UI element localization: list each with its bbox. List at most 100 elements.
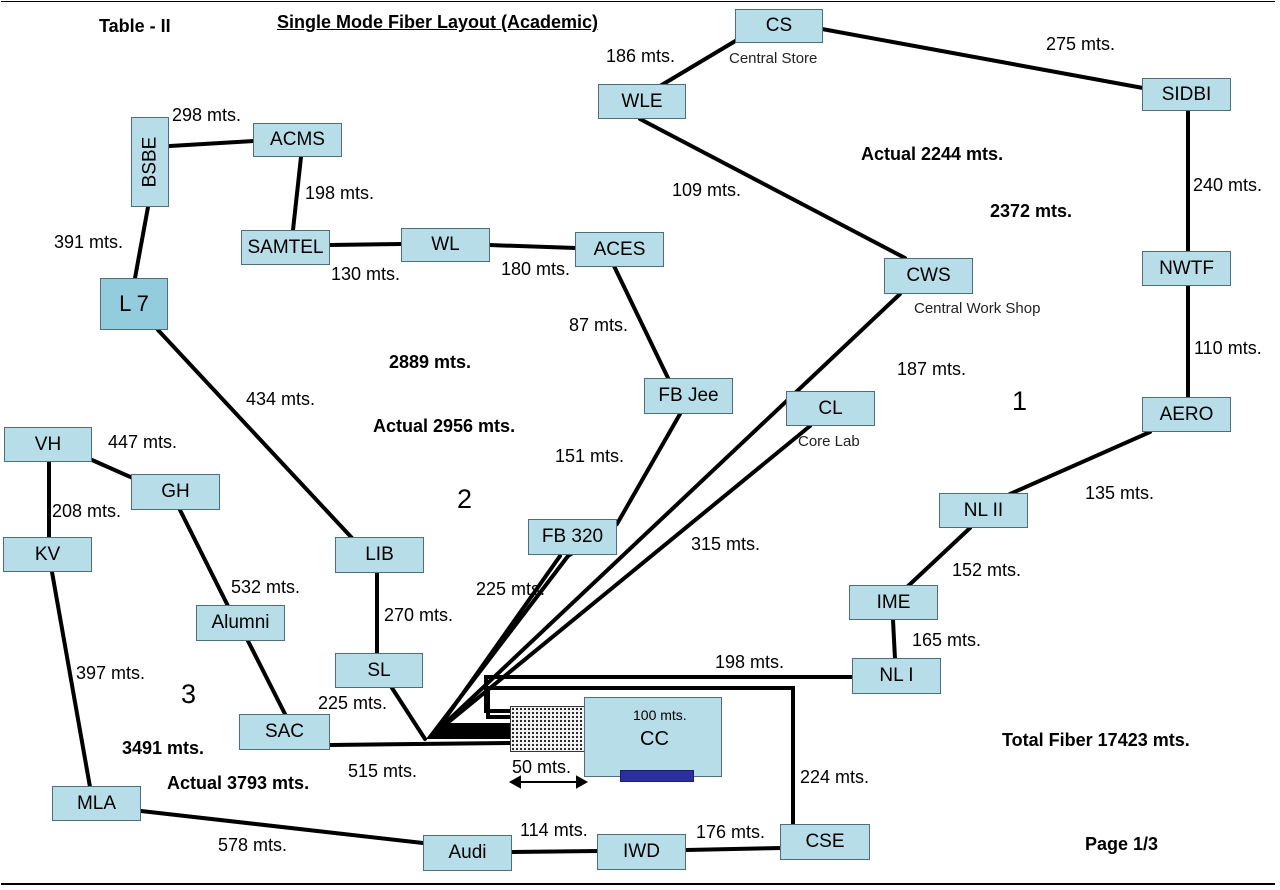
sublabel-cl: Core Lab [798, 433, 860, 450]
link-aces-fbjee [612, 264, 670, 380]
node-vh-label: VH [34, 433, 62, 455]
node-nl1-label: NL I [879, 665, 914, 686]
distance-kv-mla: 397 mts. [76, 663, 146, 683]
node-cs[interactable]: CS [735, 9, 823, 43]
node-cl-label: CL [818, 397, 843, 419]
link-sl-cc [390, 686, 427, 741]
node-nl2[interactable]: NL II [939, 493, 1028, 528]
distance-cc-cse: 224 mts. [800, 767, 870, 787]
node-gh[interactable]: GH [131, 474, 220, 510]
node-bsbe[interactable]: BSBE [131, 117, 169, 207]
link-fbjee-cc [425, 412, 682, 739]
node-ime-label: IME [876, 591, 911, 613]
node-l7[interactable]: L 7 [100, 278, 168, 330]
loop-number-1: 1 [1012, 386, 1028, 416]
node-wl-label: WL [431, 234, 460, 255]
node-sidbi-label: SIDBI [1161, 83, 1212, 105]
node-wle-label: WLE [621, 90, 663, 112]
node-wle[interactable]: WLE [598, 84, 686, 119]
node-wl[interactable]: WL [401, 228, 490, 262]
distance-wle-cws: 109 mts. [672, 180, 742, 200]
loop2-actual: Actual 2956 mts. [373, 416, 516, 436]
node-nwtf[interactable]: NWTF [1142, 251, 1231, 286]
distance-nl2-ime: 152 mts. [952, 560, 1022, 580]
node-fb320[interactable]: FB 320 [528, 519, 617, 555]
link-nl2-ime [904, 526, 972, 590]
node-sl[interactable]: SL [335, 653, 423, 688]
node-iwd[interactable]: IWD [597, 834, 686, 870]
distance-samtel-wl: 130 mts. [331, 264, 401, 284]
node-acms[interactable]: ACMS [253, 123, 342, 157]
link-wle-cws [638, 117, 907, 260]
node-mla-label: MLA [76, 792, 117, 814]
node-sac[interactable]: SAC [239, 714, 330, 750]
node-audi[interactable]: Audi [423, 835, 512, 871]
node-samtel[interactable]: SAMTEL [241, 230, 330, 265]
node-nl1[interactable]: NL I [852, 658, 941, 694]
link-audi-iwd [510, 849, 600, 854]
node-sidbi[interactable]: SIDBI [1142, 78, 1231, 111]
patch-dimension-arrow-left [508, 775, 521, 789]
node-cse[interactable]: CSE [780, 824, 870, 860]
distance-cs-wle: 186 mts. [606, 46, 676, 66]
node-fbjee-label: FB Jee [658, 385, 719, 406]
distance-ime-nl1: 165 mts. [912, 630, 982, 650]
node-mla[interactable]: MLA [52, 786, 141, 821]
link-acms-samtel [291, 155, 303, 232]
distance-iwd-cse: 176 mts. [696, 822, 766, 842]
distance-cc-patch: 50 mts. [512, 757, 572, 777]
distance-fbjee-fb320: 151 mts. [555, 446, 625, 466]
distance-l7-lib: 434 mts. [246, 389, 316, 409]
node-fbjee[interactable]: FB Jee [644, 378, 733, 414]
distance-gh-alumni: 532 mts. [231, 577, 301, 597]
cc-rack-bar [620, 770, 694, 782]
node-cc-label: CC [640, 728, 669, 750]
node-cws[interactable]: CWS [884, 258, 973, 294]
node-fb320-label: FB 320 [541, 526, 604, 547]
node-kv[interactable]: KV [3, 537, 92, 572]
node-aces[interactable]: ACES [575, 232, 664, 267]
node-aero[interactable]: AERO [1142, 397, 1231, 432]
diagram-title: Single Mode Fiber Layout (Academic) [277, 12, 599, 32]
total-fiber: Total Fiber 17423 mts. [1002, 730, 1190, 750]
node-vh[interactable]: VH [4, 427, 92, 462]
link-aero-nl2 [1008, 430, 1152, 496]
distance-aces-fbjee: 87 mts. [569, 315, 629, 335]
node-aces-label: ACES [593, 238, 646, 260]
loop2-planned: 2889 mts. [389, 352, 472, 372]
distance-sl-cc: 225 mts. [318, 693, 388, 713]
loop1-actual: Actual 2244 mts. [861, 144, 1004, 164]
node-cc-box [584, 697, 722, 777]
patch-panel [510, 706, 586, 752]
sublabel-cs: Central Store [729, 50, 818, 67]
node-cl[interactable]: CL [786, 391, 875, 426]
link-wl-aces [487, 243, 578, 250]
distance-aero-nl2: 135 mts. [1085, 483, 1155, 503]
node-lib[interactable]: LIB [335, 537, 424, 573]
node-gh-label: GH [161, 481, 190, 502]
loop-number-3: 3 [181, 679, 197, 709]
link-cc-nl1 [484, 675, 854, 713]
node-kv-label: KV [34, 543, 61, 565]
node-samtel-label: SAMTEL [247, 236, 324, 258]
node-iwd-label: IWD [623, 841, 660, 862]
link-ime-nl1 [891, 618, 897, 661]
node-alumni[interactable]: Alumni [196, 605, 285, 641]
link-cs-sidbi [820, 27, 1145, 90]
distance-wl-aces: 180 mts. [501, 259, 571, 279]
distance-acms-samtel: 198 mts. [305, 183, 375, 203]
distance-nwtf-aero: 110 mts. [1194, 338, 1262, 358]
distance-nl1-cc: 198 mts. [715, 652, 785, 672]
link-bsbe-l7 [133, 205, 150, 280]
node-cs-label: CS [765, 15, 793, 36]
node-ime[interactable]: IME [849, 585, 938, 620]
node-l7-label: L 7 [119, 291, 149, 316]
distance-cl-cc: 315 mts. [691, 534, 761, 554]
node-acms-label: ACMS [270, 129, 325, 150]
distance-audi-iwd: 114 mts. [520, 820, 588, 840]
distance-cws-cl: 187 mts. [897, 359, 967, 379]
patch-dimension [508, 775, 589, 789]
loop1-planned: 2372 mts. [990, 201, 1073, 221]
